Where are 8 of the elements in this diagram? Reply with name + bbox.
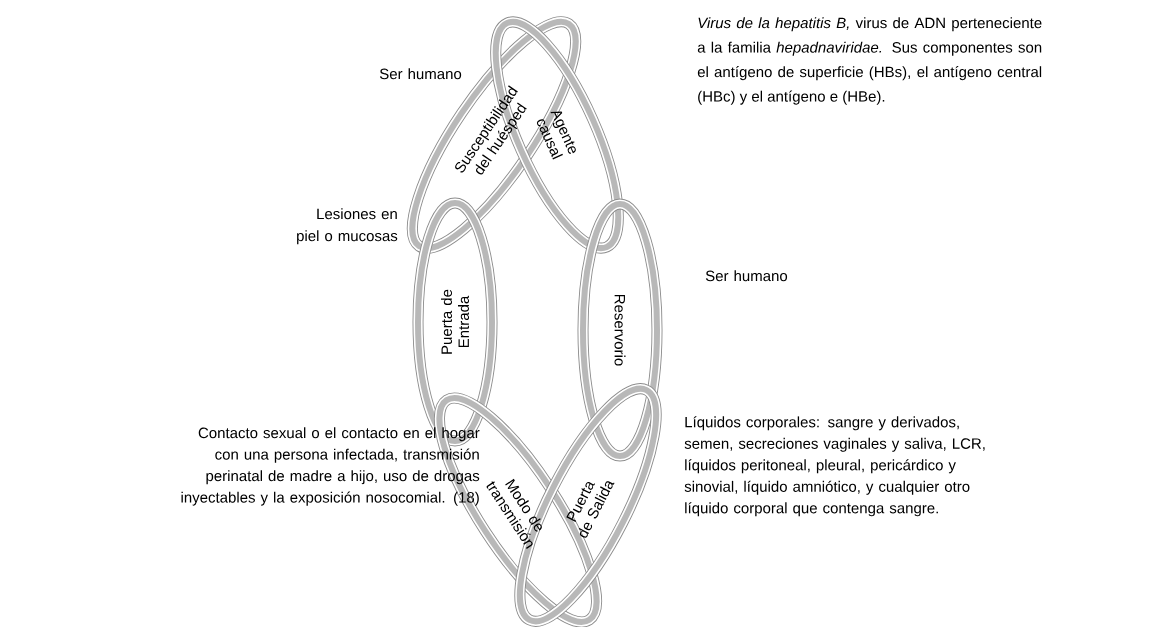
annotation-text: Ser humano [379,68,462,80]
annotation-text: Virus de la hepatitis B, virus de ADN perteneciente a la familia hepadnaviridae. Sus componentes son el antígeno de superficie (HBs), el antígeno central (HBc) y el antígeno e (HBe). [697,17,1042,105]
ring-label: Puerta de Entrada [441,289,469,354]
ring-label: Reservorio [614,294,626,366]
annotation-text: Contacto sexual o el contacto en el hogar con una persona infectada, transmisión perinatal de madre a hijo, uso de drogas inyectables y la exposición nosocomial. (18) [181,427,480,506]
annotation-text: Líquidos corporales: sangre y derivados, semen, secreciones vaginales y saliva, LCR, líquidos peritoneal, pleural, pericárdico y sinovial, líquido amniótico, y cualquier otro líquido corporal que contenga sangre. [684,416,985,517]
annotation-text: Ser humano [705,270,788,282]
annotation-text: Lesiones en piel o mucosas [297,208,398,245]
